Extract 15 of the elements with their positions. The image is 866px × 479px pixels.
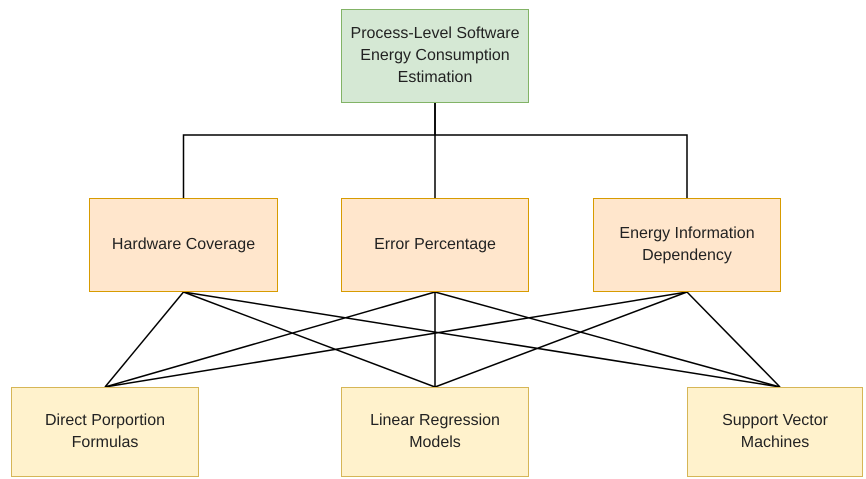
connector-line <box>104 292 184 388</box>
process-box: Support Vector Machines <box>687 387 863 477</box>
process-box: Error Percentage <box>341 198 529 292</box>
process-box: Energy Information Dependency <box>593 198 781 292</box>
process-box: Process-Level Software Energy Consumption Estimation <box>341 9 529 103</box>
connector-line <box>434 291 780 388</box>
connector-line <box>686 291 781 388</box>
process-box: Linear Regression Models <box>341 387 529 477</box>
connector-line <box>104 291 436 388</box>
process-box: Hardware Coverage <box>89 198 278 292</box>
process-box: Direct Porportion Formulas <box>11 387 199 477</box>
connector-line <box>434 291 688 388</box>
connector-line <box>183 291 436 388</box>
connector-line <box>434 292 436 387</box>
connector-line <box>434 103 688 198</box>
